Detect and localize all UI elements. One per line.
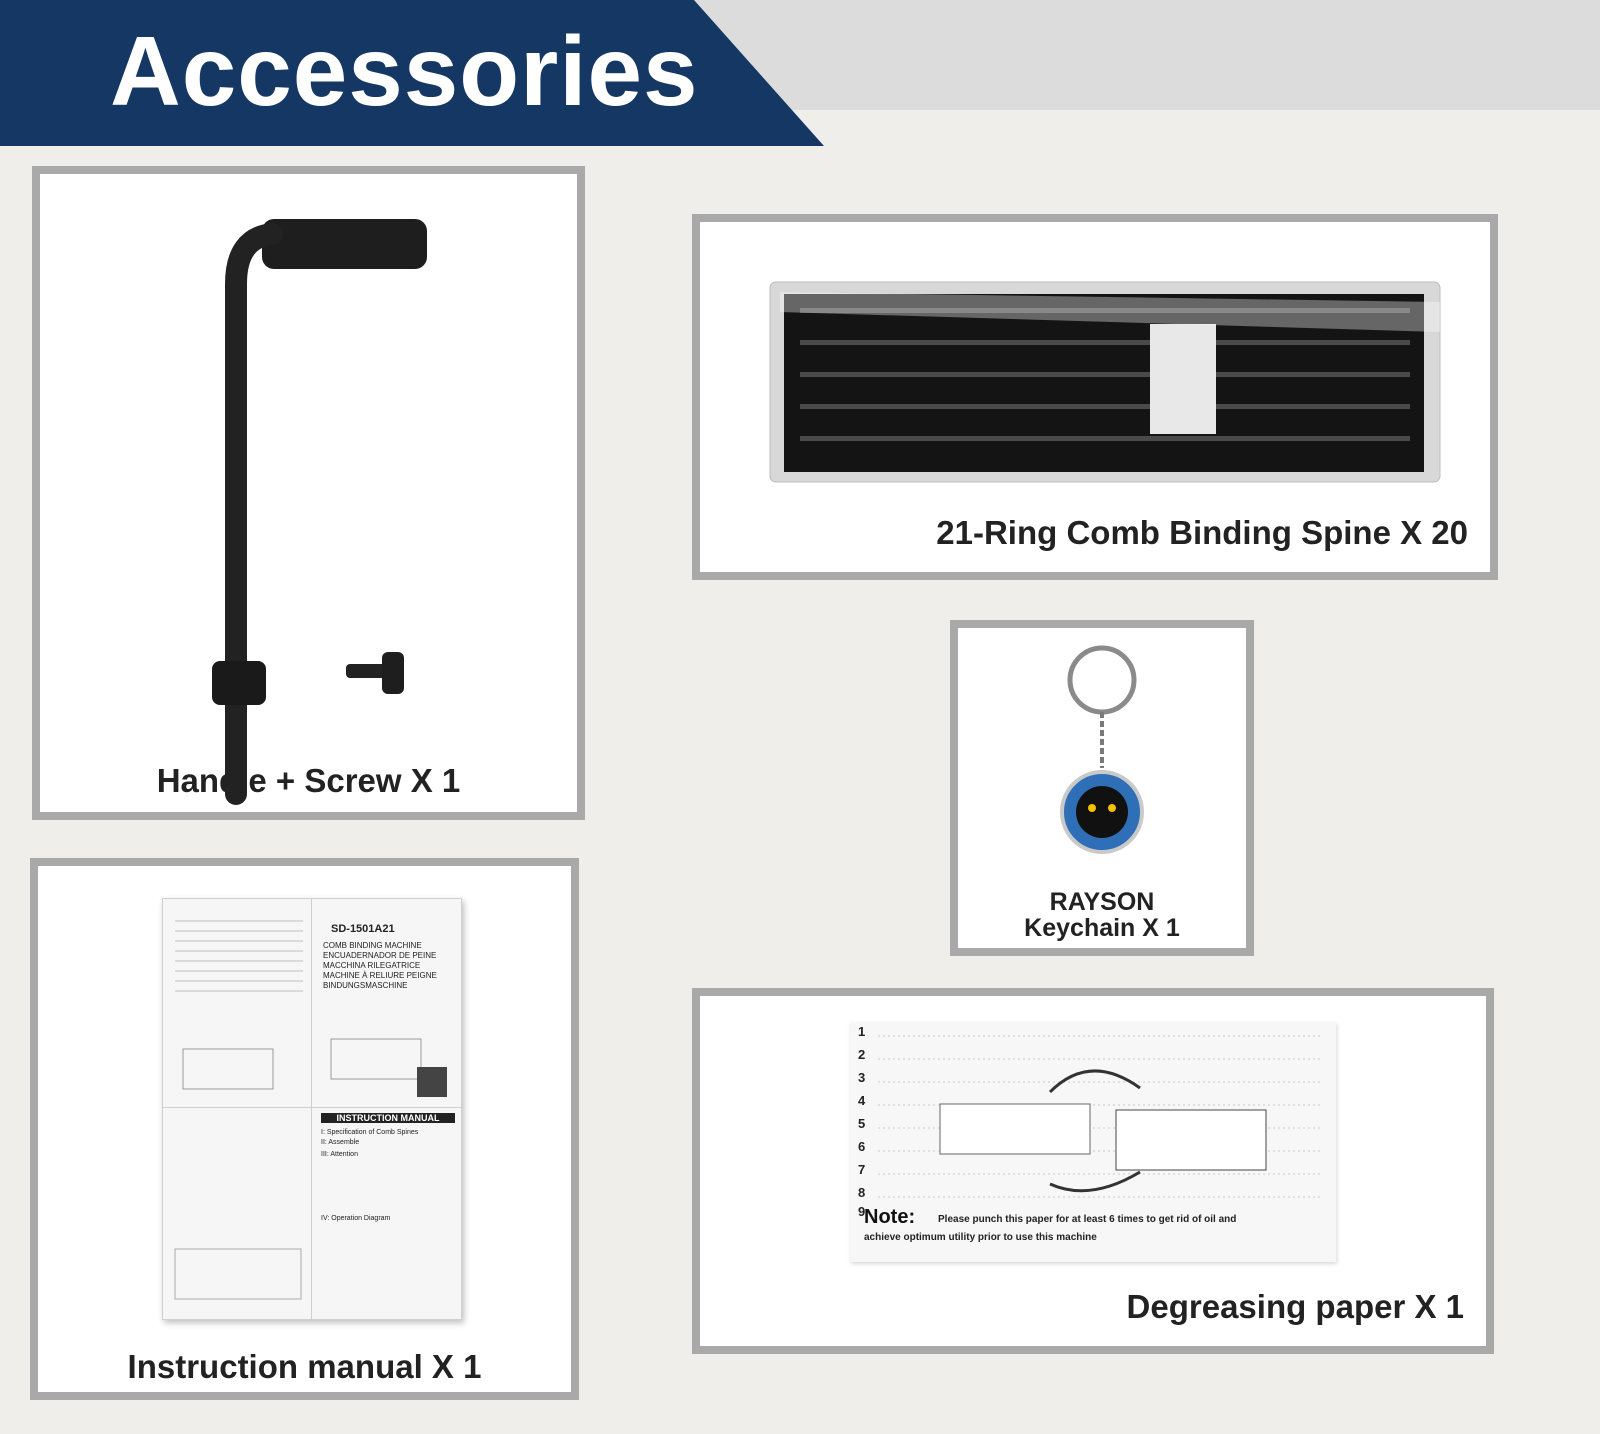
degreasing-diagram-icon — [878, 1035, 1320, 1198]
manual-label: Instruction manual X 1 — [127, 1348, 482, 1385]
keychain-label: Keychain X 1 — [1024, 914, 1180, 942]
note-title: Note: — [864, 1206, 916, 1228]
page-title: Accessories — [110, 16, 699, 126]
degreasing-label: Degreasing paper X 1 — [1126, 1288, 1464, 1325]
line-number: 8 — [858, 1185, 866, 1200]
manual-divider-h — [163, 1107, 461, 1108]
keychain-brand: RAYSON — [1049, 888, 1155, 916]
comb-spine-icon — [769, 281, 1441, 483]
manual-section-title: INSTRUCTION MANUAL — [321, 1113, 455, 1123]
manual-diagram-icon — [174, 920, 447, 1300]
note-text-2: achieve optimum utility prior to use thi… — [864, 1232, 1097, 1243]
spine-card: 21-Ring Comb Binding Spine X 20 — [692, 214, 1498, 580]
line-number: 1 — [858, 1024, 866, 1039]
manual-section-4: IV: Operation Diagram — [321, 1215, 391, 1222]
note-text: Please punch this paper for at least 6 t… — [938, 1214, 1237, 1225]
line-number: 2 — [858, 1047, 866, 1062]
degreasing-card: 1 2 3 4 5 6 7 8 9 Note: Please punch — [692, 988, 1494, 1354]
manual-card: SD-1501A21 COMB BINDING MACHINE ENCUADER… — [30, 858, 579, 1400]
line-number: 7 — [858, 1162, 866, 1177]
handle-card: Handle + Screw X 1 — [32, 166, 585, 820]
header-banner — [0, 0, 1600, 146]
manual-divider-v — [311, 899, 312, 1319]
line-number: 6 — [858, 1139, 866, 1154]
manual-lang-4: MACHINE À RELIURE PEIGNE — [323, 971, 437, 980]
keychain-card: RAYSON Keychain X 1 — [950, 620, 1254, 956]
handle-icon — [212, 219, 427, 805]
handle-label: Handle + Screw X 1 — [156, 762, 461, 799]
manual-lang-3: MACCHINA RILEGATRICE — [323, 961, 421, 970]
manual-section-3: III: Attention — [321, 1151, 358, 1158]
manual-section-2: II: Assemble — [321, 1139, 360, 1146]
manual-sheet: SD-1501A21 COMB BINDING MACHINE ENCUADER… — [162, 898, 462, 1320]
keychain-icon — [1060, 645, 1144, 854]
line-number: 4 — [858, 1093, 866, 1108]
manual-lang-2: ENCUADERNADOR DE PEINE — [323, 951, 437, 960]
line-number: 5 — [858, 1116, 866, 1131]
spine-label: 21-Ring Comb Binding Spine X 20 — [936, 514, 1468, 551]
degreasing-sheet: 1 2 3 4 5 6 7 8 9 Note: Please punch — [850, 1022, 1336, 1262]
line-number: 3 — [858, 1070, 866, 1085]
manual-lang-5: BINDUNGSMASCHINE — [323, 981, 408, 990]
manual-section-1: I: Specification of Comb Spines — [321, 1129, 419, 1136]
manual-lang-1: COMB BINDING MACHINE — [323, 941, 422, 950]
manual-model: SD-1501A21 — [331, 923, 395, 935]
line-number: 9 — [858, 1204, 866, 1219]
